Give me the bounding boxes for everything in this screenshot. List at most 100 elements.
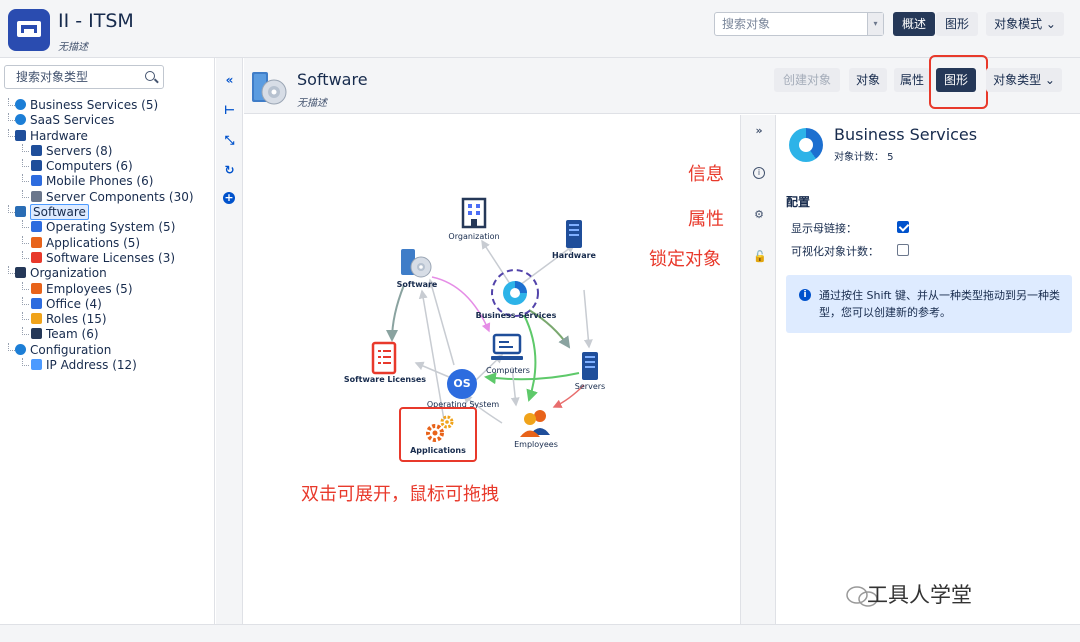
operating-system-node-label: Operating System [426,400,500,409]
object-type-dropdown[interactable]: 对象类型 ⌄ [986,68,1062,92]
tree-item[interactable]: Office (4) [4,296,214,312]
organization-icon [15,267,26,279]
tree-item[interactable]: Servers (8) [4,143,214,159]
tree-item[interactable]: Configuration [4,342,214,358]
collapse-icon[interactable]: « [225,73,234,87]
tree-item-label: Organization [30,266,107,281]
tree-guide [8,342,15,351]
object-type-title: Software [297,70,368,89]
objects-tab[interactable]: 对象 [849,68,887,92]
tree-item-label: SaaS Services [30,113,115,128]
detail-tool-strip: » i ⚙ 🔓 [740,115,776,624]
software-node-icon[interactable] [399,247,435,279]
tree-item[interactable]: SaaS Services [4,113,214,128]
business-services-icon [789,128,823,162]
info-message: i 通过按住 Shift 键、并从一种类型拖动到另一种类型，您可以创建新的参考。 [786,275,1072,333]
hierarchy-icon[interactable]: ⊢ [224,103,235,117]
tree-guide [22,143,29,152]
graph-canvas[interactable]: Organization Hardware Software Business … [244,115,740,624]
employees-node-icon[interactable] [519,407,553,437]
servers-node-icon[interactable] [580,351,600,381]
tree-item[interactable]: Organization [4,266,214,281]
tree-item[interactable]: Software Licenses (3) [4,250,214,266]
expand-icon[interactable]: » [755,124,763,137]
info-note: 信息 [688,164,724,185]
tree-item[interactable]: Computers (6) [4,159,214,174]
computer-icon [31,160,42,172]
lock-note: 锁定对象 [649,249,721,270]
attributes-tab[interactable]: 属性 [894,68,930,92]
graph-view-button[interactable]: 图形 [936,12,978,36]
create-object-button[interactable]: 创建对象 [774,68,840,92]
detail-panel: Business Services 对象计数： 5 配置 显示母链接： 可视化对… [777,115,1080,624]
object-search-input[interactable] [715,13,865,35]
server-icon [31,144,42,156]
software-licenses-node-icon[interactable] [370,341,398,375]
tree-item[interactable]: Operating System (5) [4,220,214,235]
tree-item[interactable]: Business Services (5) [4,98,214,113]
gear-icon[interactable]: ⚙ [754,208,764,221]
tree-item-label: Configuration [30,342,112,357]
tree-guide [8,128,15,137]
tree-item-label: Software Licenses (3) [46,250,176,265]
app-logo-icon [8,9,50,51]
hardware-icon [15,129,26,141]
servers-node-label: Servers [574,382,606,391]
tree-guide [8,98,15,106]
hardware-node-icon[interactable] [564,219,584,249]
object-type-search-input[interactable] [5,66,135,88]
tree-item[interactable]: Team (6) [4,327,214,342]
roles-icon [31,313,42,325]
add-icon[interactable]: + [223,191,235,204]
overview-button[interactable]: 概述 [893,12,935,36]
applications-icon [31,236,42,248]
software-licenses-node-label: Software Licenses [343,375,427,384]
tree-item[interactable]: Employees (5) [4,281,214,297]
object-mode-dropdown[interactable]: 对象模式 ⌄ [986,12,1064,36]
applications-node-label: Applications [410,446,466,455]
tree-guide [22,235,29,244]
business-services-node-icon[interactable] [490,268,540,318]
drag-note: 双击可展开，鼠标可拖拽 [301,484,499,505]
tree-item[interactable]: Roles (15) [4,312,214,327]
object-type-search[interactable] [4,65,164,89]
lock-icon[interactable]: 🔓 [753,250,767,263]
tree-item[interactable]: IP Address (12) [4,358,214,373]
tree-item[interactable]: Server Components (30) [4,189,214,205]
organization-node-label: Organization [448,232,500,241]
object-search[interactable]: ▾ [714,12,884,36]
shrink-icon[interactable]: ⤡ [224,133,235,147]
tree-guide [22,281,29,290]
tree-item[interactable]: Software [4,204,214,221]
tree-guide [22,312,29,321]
status-bar [0,624,1080,642]
tree-item-label: Computers (6) [46,159,133,174]
search-dropdown-icon[interactable]: ▾ [867,13,883,35]
computers-node-icon[interactable] [490,333,524,363]
visualize-count-checkbox[interactable] [897,244,909,256]
tree-guide [22,159,29,168]
app-subtitle: 无描述 [58,42,88,53]
tree-item[interactable]: Hardware [4,128,214,144]
tree-item-label: Server Components (30) [46,189,194,204]
team-icon [31,328,42,340]
config-heading: 配置 [786,195,811,209]
show-parent-links-checkbox[interactable] [897,221,909,233]
tree-item[interactable]: Mobile Phones (6) [4,174,214,189]
tree-guide [8,205,15,214]
graph-edges [386,239,593,424]
graph-tab[interactable]: 图形 [936,68,976,92]
tree-item-label: Mobile Phones (6) [46,174,154,189]
refresh-icon[interactable]: ↻ [224,163,235,177]
tree-item[interactable]: Applications (5) [4,235,214,251]
tree-guide [22,250,29,259]
tree-item-label: Employees (5) [46,281,133,296]
info-icon[interactable]: i [753,167,765,179]
os-node-icon[interactable]: OS [447,369,477,399]
applications-node-icon[interactable] [424,413,456,445]
saas-icon [15,114,26,126]
info-circle-icon: i [799,289,811,301]
organization-node-icon[interactable] [460,197,488,229]
show-parent-links-label: 显示母链接： [791,222,857,235]
computers-node-label: Computers [486,366,530,375]
